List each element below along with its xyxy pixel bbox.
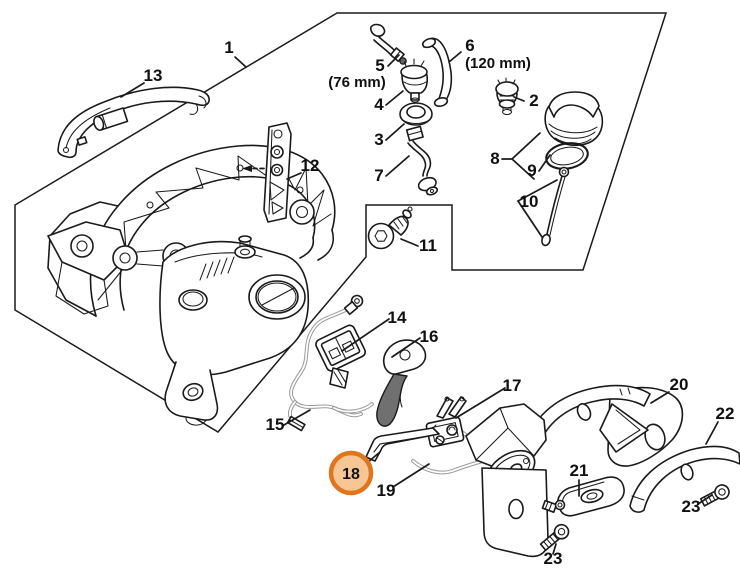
screw-23-right-drawing xyxy=(699,484,730,507)
screw-23-bottom-drawing xyxy=(539,523,570,552)
part-12-position-arrow xyxy=(242,165,268,172)
callout-1[interactable]: 1 xyxy=(224,38,233,57)
callout-5[interactable]: 5 xyxy=(375,56,384,75)
callout-21[interactable]: 21 xyxy=(570,461,589,480)
callout-7[interactable]: 7 xyxy=(374,166,383,185)
callout-19[interactable]: 19 xyxy=(377,481,396,500)
part-14-drawing xyxy=(315,324,367,389)
callout-22[interactable]: 22 xyxy=(716,404,735,423)
callout-18-highlighted[interactable]: 18 xyxy=(342,466,360,483)
callout-15[interactable]: 15 xyxy=(266,415,285,434)
callout-8[interactable]: 8 xyxy=(490,149,499,168)
detail-box-outline xyxy=(14,12,668,433)
part-13-drawing xyxy=(57,86,210,159)
part-2-drawing xyxy=(495,77,519,116)
highlight-circle-part-18[interactable] xyxy=(328,450,374,496)
part-3-drawing xyxy=(399,102,433,126)
part-7-drawing xyxy=(405,125,439,196)
callout-9[interactable]: 9 xyxy=(527,161,536,180)
part-4-drawing xyxy=(400,58,429,103)
callout-11[interactable]: 11 xyxy=(419,236,437,255)
callout-6[interactable]: 6 xyxy=(465,36,474,55)
cap-retainer-lanyard xyxy=(541,166,570,247)
callout-14[interactable]: 14 xyxy=(388,308,407,327)
callout-17[interactable]: 17 xyxy=(503,376,522,395)
fuel-cap xyxy=(544,91,604,147)
dimension-76mm: (76 mm) xyxy=(328,74,386,91)
callout-2[interactable]: 2 xyxy=(529,91,538,110)
callout-20[interactable]: 20 xyxy=(670,375,689,394)
callout-10[interactable]: 10 xyxy=(520,192,539,211)
fuel-cap-assembly-drawing xyxy=(541,91,604,247)
dimension-120mm: (120 mm) xyxy=(465,55,531,72)
callout-23-bottom[interactable]: 23 xyxy=(544,549,563,568)
part-22-drawing xyxy=(629,445,740,513)
leader-lines xyxy=(120,51,719,555)
callout-labels: 1 13 12 5 (76 mm) 6 (120 mm) 4 3 7 2 8 9… xyxy=(144,36,735,568)
part-20-drawing xyxy=(465,384,684,558)
callout-12[interactable]: 12 xyxy=(301,156,320,175)
callout-4[interactable]: 4 xyxy=(374,95,384,114)
part-5-drawing xyxy=(370,23,407,65)
part-21-drawing xyxy=(541,476,625,517)
part-6-drawing xyxy=(421,37,453,108)
arrow-left-icon xyxy=(242,165,252,172)
callout-13[interactable]: 13 xyxy=(144,66,163,85)
callout-23-right[interactable]: 23 xyxy=(682,497,701,516)
part-18-drawing xyxy=(365,424,440,462)
callout-16[interactable]: 16 xyxy=(420,327,439,346)
selected-part-marker xyxy=(328,450,374,496)
callout-3[interactable]: 3 xyxy=(374,130,383,149)
part-16-drawing xyxy=(376,339,427,427)
part-12-drawing xyxy=(263,122,292,223)
part-11-drawing xyxy=(367,206,413,250)
handle-housing-drawing xyxy=(47,144,336,426)
